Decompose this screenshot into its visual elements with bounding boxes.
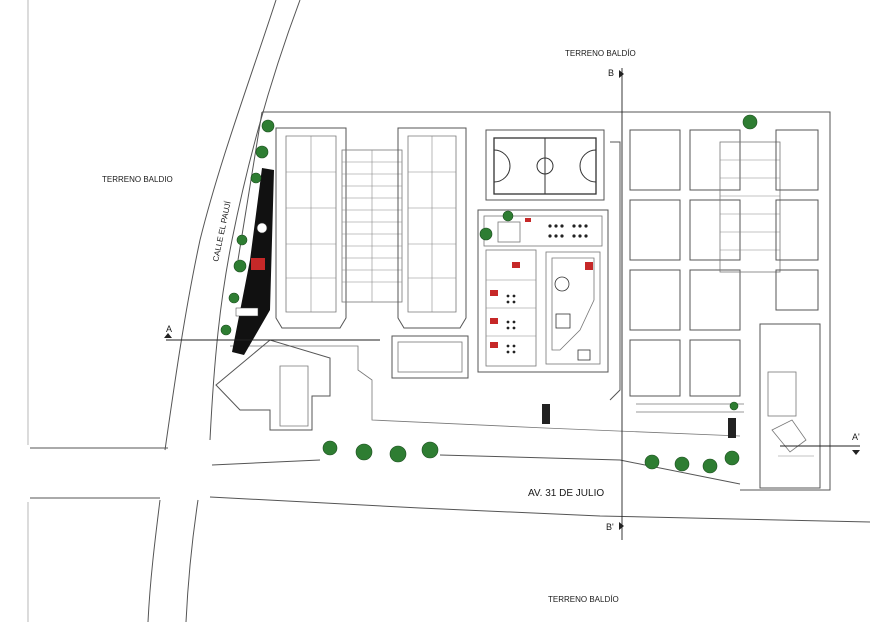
section-marker-b: B [608,68,614,78]
gatehouse [759,323,821,489]
label-av-31-de-julio: AV. 31 DE JULIO [528,488,604,499]
road-av-31-de-julio [30,447,870,523]
road-calle-el-pauji [164,0,301,451]
label-terreno-left: TERRENO BALDIO [102,175,173,184]
road-vertical-lower [147,499,199,622]
apartment-block-2 [397,127,467,329]
label-terreno-top: TERRENO BALDÍO [565,49,636,58]
community-building [477,209,609,373]
parking-strip [232,168,274,355]
sports-court [485,129,605,201]
section-line-a [164,333,860,455]
section-marker-a-prime: A' [852,432,860,442]
section-marker-b-prime: B' [606,522,614,532]
crosswalks [542,404,736,438]
section-marker-a: A [166,324,172,334]
parking-area-central [341,149,403,303]
clubhouse [215,339,331,431]
label-terreno-bottom: TERRENO BALDÍO [548,595,619,604]
apartment-block-1 [275,127,347,329]
trees [220,114,758,474]
housing-units-east [609,129,819,413]
section-line-b [619,68,624,540]
lower-building [391,335,469,379]
